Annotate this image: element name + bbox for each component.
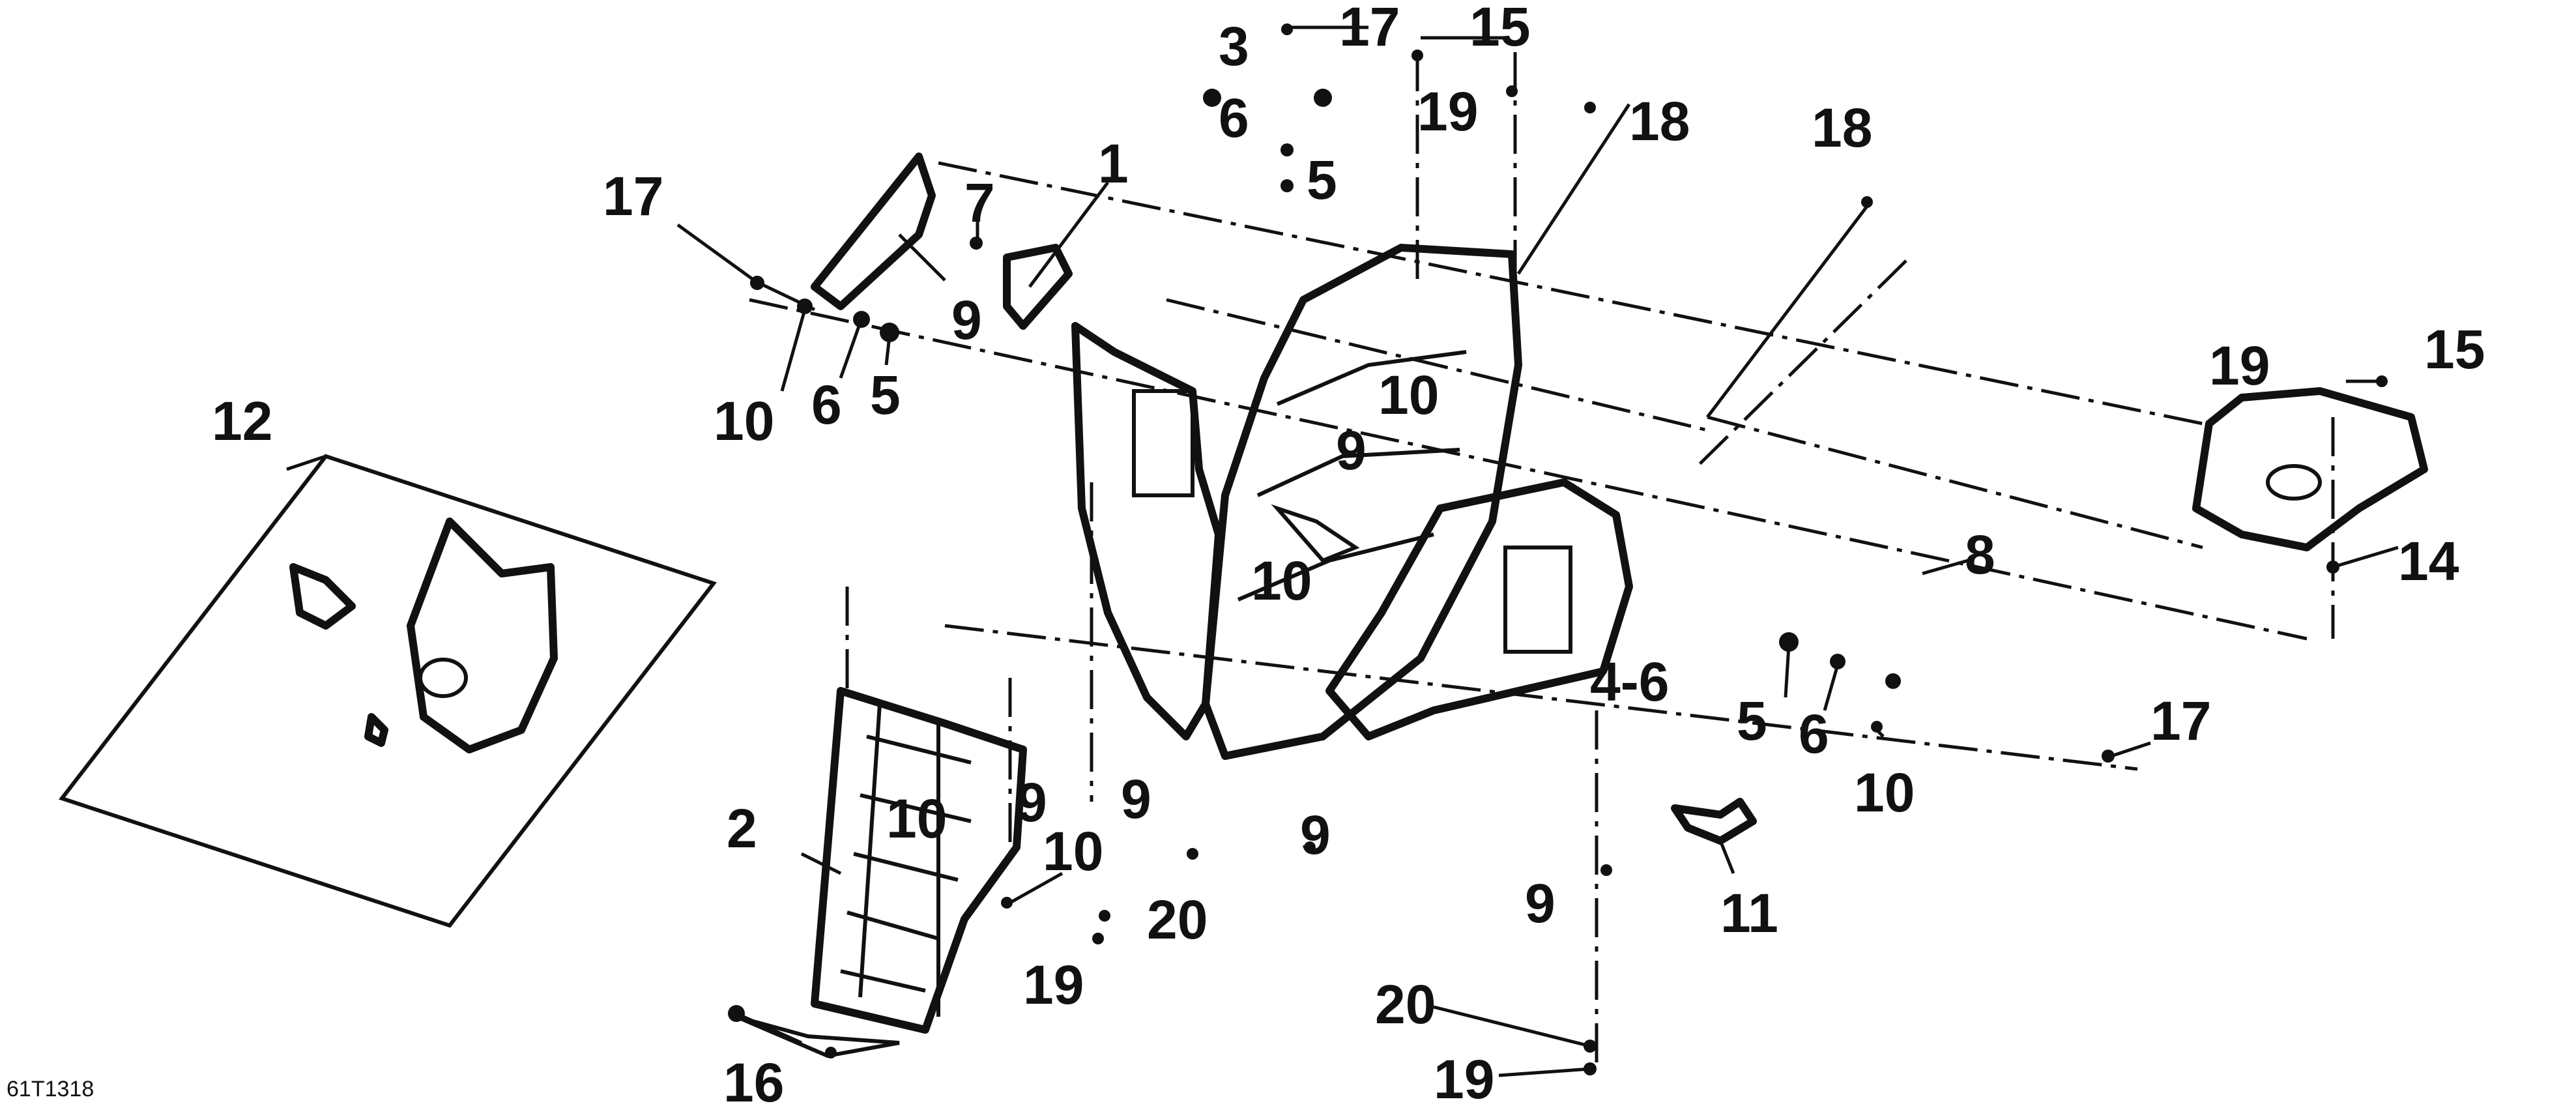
callout-15-right: 15 xyxy=(2424,319,2485,380)
callout-10-grille: 10 xyxy=(886,788,947,849)
callout-10-lower: 10 xyxy=(1043,821,1103,882)
callout-5-top: 5 xyxy=(1307,149,1337,211)
callout-17-right: 17 xyxy=(2150,690,2211,751)
callout-12: 12 xyxy=(212,390,272,452)
side-panel-part-7 xyxy=(811,153,936,310)
front-body-assembly xyxy=(1071,244,1633,760)
figure-reference-code: 61T1318 xyxy=(7,1077,94,1101)
callout-18-top: 18 xyxy=(1629,91,1690,152)
callout-3: 3 xyxy=(1219,16,1249,77)
callout-16: 16 xyxy=(723,1052,784,1108)
grille-part-2 xyxy=(811,687,1027,1034)
alignment-lines xyxy=(749,52,2335,1062)
callout-20-right: 20 xyxy=(1375,974,1436,1035)
callout-1: 1 xyxy=(1098,133,1129,194)
bracket-part-1 xyxy=(1003,244,1073,330)
callout-9-mid: 9 xyxy=(1121,768,1151,830)
decal-sheet-part-12 xyxy=(59,454,717,928)
callout-9-right-lower: 9 xyxy=(1525,873,1556,934)
callout-17-left: 17 xyxy=(603,166,663,227)
callout-9-center: 9 xyxy=(1336,420,1367,481)
callout-14: 14 xyxy=(2398,531,2459,592)
callout-9-left-upper: 9 xyxy=(951,289,982,351)
callout-20-left: 20 xyxy=(1147,889,1208,950)
lower-trim-part-16 xyxy=(735,1015,900,1058)
callout-10-right: 10 xyxy=(1854,762,1915,823)
callout-7: 7 xyxy=(964,172,995,233)
callout-18-right: 18 xyxy=(1812,97,1872,158)
callout-11: 11 xyxy=(1720,882,1778,944)
callout-10-left: 10 xyxy=(714,390,774,452)
callout-5-right: 5 xyxy=(1737,690,1767,751)
callout-17-top: 17 xyxy=(1339,0,1400,57)
callout-9-bottom-center: 9 xyxy=(1300,804,1331,866)
callout-5-left: 5 xyxy=(870,364,901,426)
callout-4-6: 4-6 xyxy=(1590,651,1669,712)
callout-6-right: 6 xyxy=(1799,703,1829,765)
callout-19-bottom: 19 xyxy=(1434,1049,1494,1108)
callout-19-left: 19 xyxy=(1023,954,1084,1015)
callout-8: 8 xyxy=(1965,524,1995,585)
callout-15-top: 15 xyxy=(1469,0,1530,57)
fasteners xyxy=(728,23,2388,1075)
callout-10-center-upper: 10 xyxy=(1378,364,1439,426)
callout-6-left: 6 xyxy=(811,374,842,435)
callout-19-top: 19 xyxy=(1417,81,1478,142)
callout-2: 2 xyxy=(727,798,757,859)
clip-part-11 xyxy=(1671,798,1757,845)
callout-9-grille: 9 xyxy=(1017,772,1047,833)
callout-19-right: 19 xyxy=(2209,335,2270,396)
callout-6-top: 6 xyxy=(1219,87,1249,149)
leader-lines xyxy=(286,25,2399,1077)
callout-labels: 17 10 6 5 7 9 1 3 17 15 6 19 5 18 18 10 … xyxy=(212,0,2485,1108)
headlight-cover-part-14 xyxy=(2192,387,2428,551)
callout-10-center: 10 xyxy=(1251,550,1312,611)
